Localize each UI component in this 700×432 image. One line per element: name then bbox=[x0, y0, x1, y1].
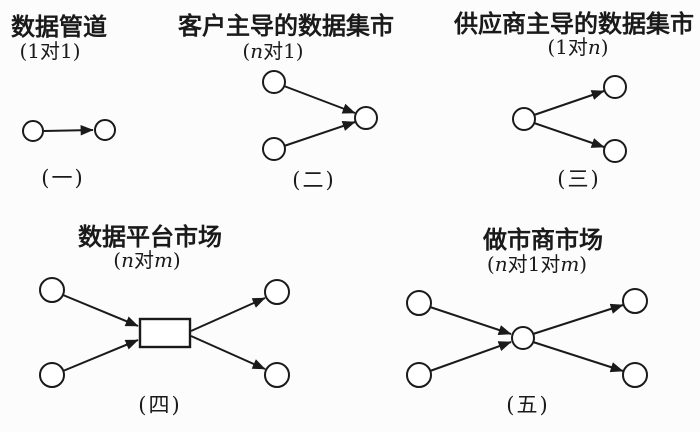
platform-rectangle bbox=[138, 317, 192, 349]
arrow bbox=[283, 121, 356, 147]
panel-4-diagram bbox=[39, 277, 290, 388]
panel-3-subtitle: (1对n) bbox=[547, 35, 609, 59]
arrow bbox=[190, 335, 266, 370]
panel-1-diagram bbox=[22, 119, 116, 142]
arrow bbox=[532, 303, 624, 335]
arrow bbox=[283, 85, 356, 114]
panel-4-title: 数据平台市场 bbox=[78, 222, 222, 251]
arrow bbox=[62, 339, 139, 372]
node-circle bbox=[94, 119, 116, 141]
panel-2-subtitle: (n对1) bbox=[242, 39, 304, 63]
node-circle bbox=[622, 362, 648, 388]
node-circle bbox=[262, 137, 286, 161]
panel-5-subtitle: (n对1对m) bbox=[486, 252, 588, 276]
node-circle bbox=[39, 277, 65, 303]
panel-2-title: 客户主导的数据集市 bbox=[178, 11, 394, 40]
panel-3-caption: (三) bbox=[557, 167, 601, 191]
node-circle bbox=[406, 362, 432, 388]
arrow bbox=[62, 294, 139, 327]
hub-circle bbox=[511, 326, 535, 350]
arrow bbox=[190, 297, 266, 332]
panel-3-diagram bbox=[512, 75, 627, 163]
panel-5-caption: (五) bbox=[506, 393, 550, 417]
node-circle bbox=[512, 107, 536, 131]
panel-1-title: 数据管道 bbox=[11, 12, 107, 41]
node-circle bbox=[354, 106, 378, 130]
panel-1-subtitle: (1对1) bbox=[19, 39, 81, 63]
node-circle bbox=[603, 139, 627, 163]
node-circle bbox=[264, 279, 290, 305]
panel-4-caption: (四) bbox=[138, 393, 182, 417]
arrow bbox=[533, 122, 605, 148]
panel-2-caption: (二) bbox=[292, 168, 336, 192]
arrow bbox=[429, 341, 512, 372]
panel-5-title: 做市商市场 bbox=[483, 225, 603, 254]
node-circle bbox=[603, 75, 627, 99]
panel-2-diagram bbox=[262, 70, 378, 161]
arrow bbox=[43, 125, 94, 136]
panel-3-title: 供应商主导的数据集市 bbox=[454, 9, 694, 38]
arrow bbox=[533, 90, 605, 116]
node-circle bbox=[262, 70, 286, 94]
node-circle bbox=[22, 120, 44, 142]
node-circle bbox=[39, 362, 65, 388]
arrow bbox=[532, 341, 624, 373]
arrow bbox=[429, 306, 512, 336]
panel-5-diagram bbox=[406, 288, 648, 388]
node-circle bbox=[622, 288, 648, 314]
panel-4-subtitle: (n对m) bbox=[113, 248, 181, 272]
node-circle bbox=[406, 290, 432, 316]
node-circle bbox=[264, 362, 290, 388]
panel-1-caption: (一) bbox=[41, 166, 85, 190]
